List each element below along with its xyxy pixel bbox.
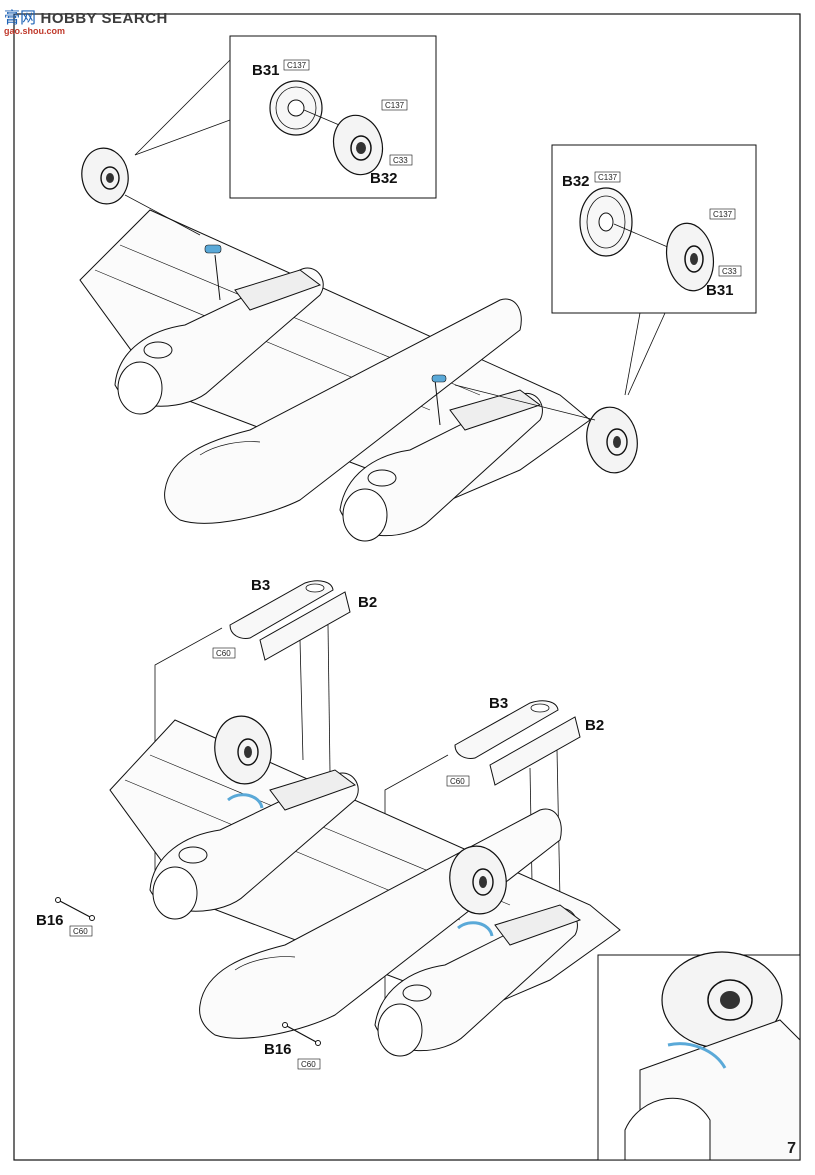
watermark: 膏网 HOBBY SEARCH gao.shou.com [4, 4, 168, 36]
label-c60: C60 [216, 649, 231, 658]
gear-leg-highlight-right [431, 374, 447, 383]
inset-top-left: B31 C137 C137 C33 B32 [134, 35, 437, 199]
label-b31: B31 [252, 62, 280, 79]
label-b16: B16 [36, 912, 64, 929]
part-b16-left: B16 C60 [36, 897, 95, 937]
label-c137: C137 [598, 173, 618, 182]
page-number: 7 [787, 1140, 796, 1157]
aircraft-top [79, 209, 591, 542]
label-c33: C33 [722, 267, 737, 276]
label-b32: B32 [562, 173, 590, 190]
label-c137: C137 [713, 210, 733, 219]
label-c137: C137 [287, 61, 307, 70]
retraction-arm-right [457, 921, 494, 937]
wheel-top-left [81, 147, 129, 205]
retraction-arm-left [227, 793, 264, 809]
label-b2: B2 [585, 717, 604, 734]
label-c60: C60 [450, 777, 465, 786]
aircraft-bottom [109, 719, 621, 1057]
wheel-top-right [586, 406, 638, 474]
label-b3: B3 [489, 695, 508, 712]
label-b16: B16 [264, 1041, 292, 1058]
part-b16-right: B16 C60 [264, 1022, 321, 1070]
label-c137: C137 [385, 101, 405, 110]
label-c33: C33 [393, 156, 408, 165]
cover-right-group: B3 B2 C60 [384, 695, 604, 1020]
label-c60: C60 [301, 1060, 316, 1069]
wheel-bottom-right [449, 845, 507, 915]
page-frame [13, 13, 801, 1161]
detail-inset [597, 951, 801, 1161]
label-b2: B2 [358, 594, 377, 611]
label-b31: B31 [706, 282, 734, 299]
wheel-tire-b32 [332, 114, 384, 176]
label-b3: B3 [251, 577, 270, 594]
wheel-hub-b32 [579, 187, 633, 257]
watermark-cn-2: 网 [20, 10, 37, 27]
wheel-tire-b31 [665, 222, 715, 292]
watermark-cn-1: 膏 [4, 10, 21, 27]
gear-leg-highlight-left [204, 244, 222, 254]
wheel-hub-b31 [269, 80, 323, 136]
watermark-sub: gao.shou.com [4, 26, 66, 36]
inset-top-right: B32 C137 C137 C33 B31 [551, 144, 757, 396]
label-c60: C60 [73, 927, 88, 936]
wheel-bottom-left [214, 715, 272, 785]
watermark-text: HOBBY SEARCH [40, 10, 168, 27]
label-b32: B32 [370, 170, 398, 187]
